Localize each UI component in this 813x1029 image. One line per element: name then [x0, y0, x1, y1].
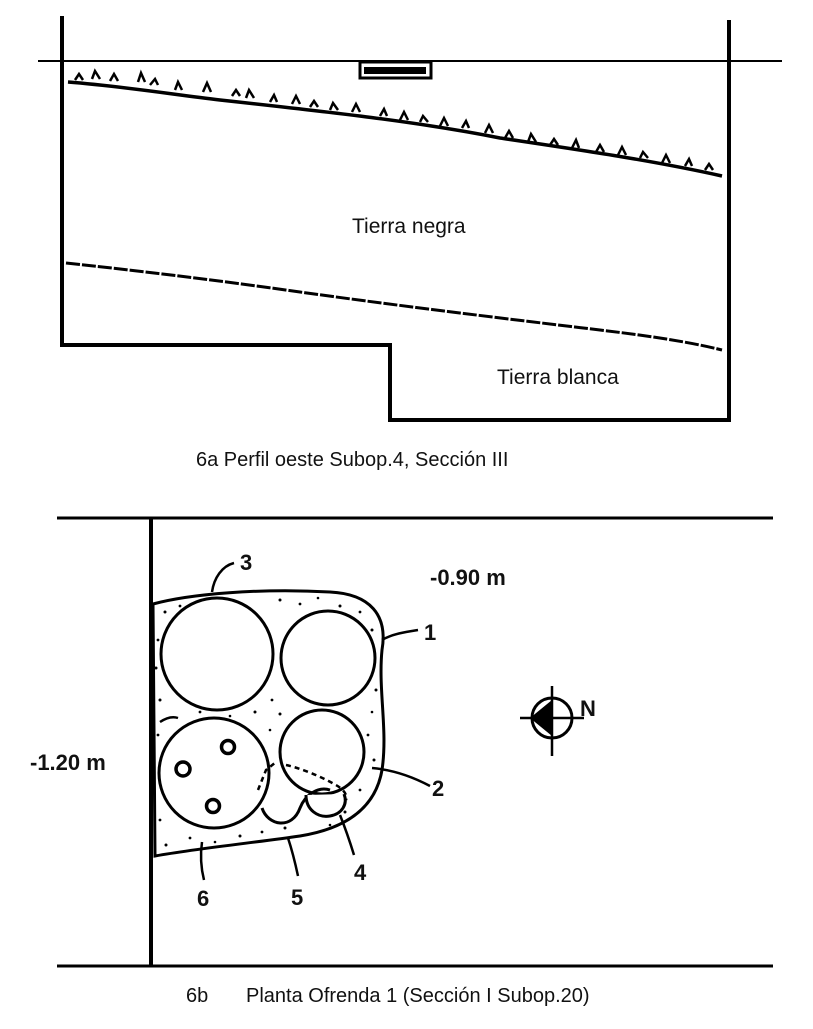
layer-label-tierra-negra: Tierra negra — [352, 215, 466, 238]
vessel-2 — [278, 708, 366, 796]
object-ring-1 — [219, 738, 237, 756]
caption-6a: 6a Perfil oeste Subop.4, Sección III — [196, 449, 508, 471]
vessel-3 — [159, 596, 275, 712]
vessel-5 — [260, 787, 331, 825]
profile-drawing: Tierra negra Tierra blanca — [38, 16, 782, 422]
caption-6b-text: Planta Ofrenda 1 (Sección I Subop.20) — [246, 985, 590, 1007]
surface-humus-line — [67, 80, 723, 178]
vegetation-tufts — [73, 68, 715, 171]
layer-boundary-line — [65, 261, 723, 352]
object-ring-3 — [204, 797, 222, 815]
north-arrow-icon — [520, 686, 584, 756]
depth-label-top: -0.90 m — [430, 565, 506, 590]
vessel-label-4: 4 — [354, 860, 367, 885]
vessel-label-1: 1 — [424, 620, 436, 645]
vessel-label-5: 5 — [291, 885, 303, 910]
vessel-label-6: 6 — [197, 886, 209, 911]
vessel-1 — [279, 609, 377, 707]
caption-6b-number: 6b — [186, 985, 208, 1007]
depth-label-left: -1.20 m — [30, 750, 106, 775]
vessel-label-3: 3 — [240, 550, 252, 575]
layer-label-tierra-blanca: Tierra blanca — [497, 366, 619, 389]
plan-drawing: -0.90 m -1.20 m 1 2 3 4 5 6 N — [30, 516, 773, 968]
pit-fill-stipple — [154, 596, 378, 847]
vessel-4 — [304, 793, 347, 818]
profile-outline — [60, 16, 731, 422]
vessel-6 — [157, 716, 271, 830]
vessel-label-2: 2 — [432, 776, 444, 801]
leader-lines — [159, 561, 431, 881]
object-ring-2 — [174, 760, 192, 778]
north-label: N — [580, 696, 596, 721]
